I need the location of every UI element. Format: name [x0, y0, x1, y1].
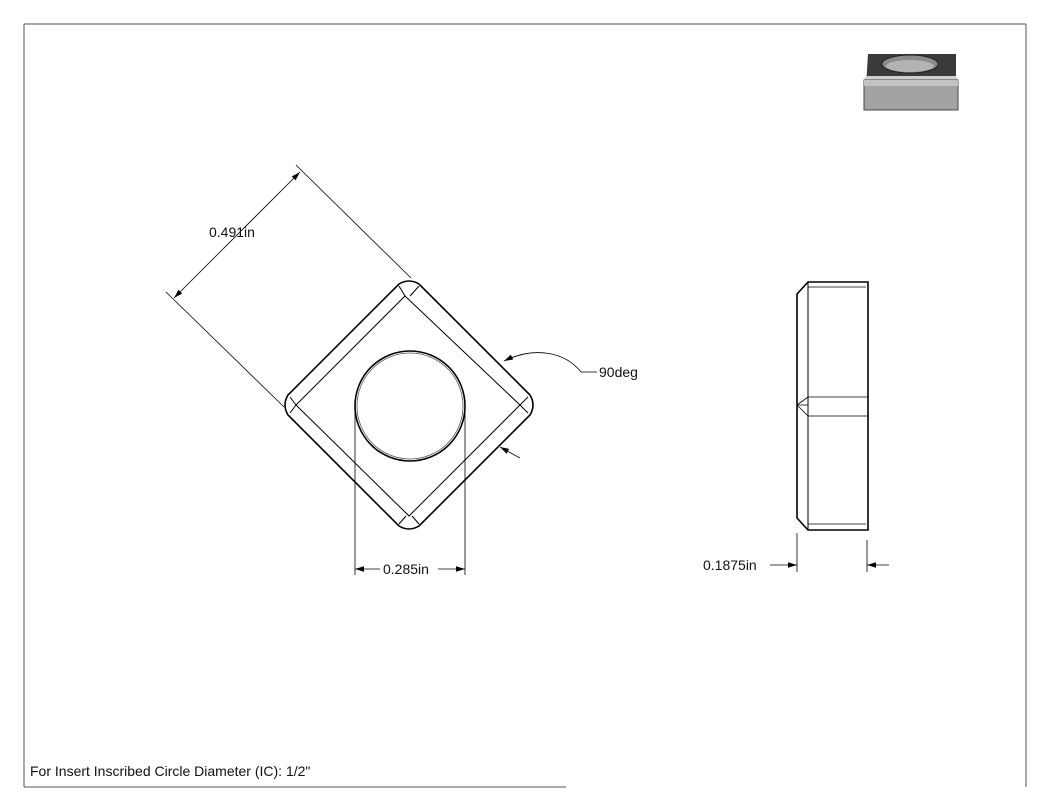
hole-diameter-dimension [354, 406, 466, 575]
corner-angle-callout [499, 352, 597, 459]
dimension-line [173, 171, 301, 299]
extension-line-top [295, 164, 412, 279]
center-hole [354, 350, 466, 462]
hole-diameter-label: 0.285in [383, 561, 429, 577]
side-hole-tip [796, 396, 809, 417]
angle-arrow-lower [499, 446, 521, 459]
center-hole-edge [356, 352, 464, 460]
corner-angle-label: 90deg [599, 364, 638, 380]
thickness-label: 0.1875in [703, 557, 757, 573]
edge-length-label: 0.491in [209, 224, 255, 240]
extension-line-left [165, 291, 285, 408]
insert-front-view [284, 280, 534, 530]
corner-bevels [289, 285, 529, 525]
inscribed-circle-note: For Insert Inscribed Circle Diameter (IC… [30, 763, 310, 779]
sheet-border [23, 23, 1027, 788]
insert-outline [284, 280, 534, 530]
isometric-thumbnail [863, 54, 959, 111]
edge-length-dimension [165, 164, 412, 408]
insert-bevel-edge [295, 295, 521, 517]
angle-leader [503, 352, 597, 373]
thickness-dimension [770, 533, 889, 572]
insert-side-view [796, 281, 869, 531]
